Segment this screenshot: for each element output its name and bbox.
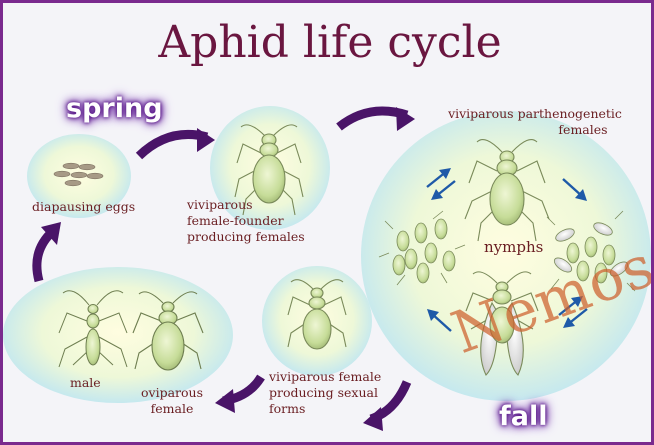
label-sexual-forms: viviparous female producing sexual forms [269, 369, 381, 417]
season-spring-label: spring [66, 93, 163, 124]
arrow-sexual-to-oviparous-icon [215, 377, 261, 413]
label-female-founder-line-1: viviparous [187, 197, 305, 213]
label-oviparous-line-2: female [137, 401, 207, 417]
label-male: male [70, 375, 101, 391]
label-female-founder: viviparous female-founder producing fema… [187, 197, 305, 245]
label-nymphs: nymphs [484, 239, 543, 255]
label-parthenogenetic-line-2: females [443, 122, 627, 138]
page-title: Aphid life cycle [3, 17, 654, 68]
arrow-pair-to-eggs-icon [37, 222, 61, 281]
label-female-founder-line-2: female-founder [187, 213, 305, 229]
arrow-founder-to-parthenogenetic-icon [339, 107, 415, 131]
label-female-founder-line-3: producing females [187, 229, 305, 245]
label-oviparous-line-1: oviparous [137, 385, 207, 401]
label-parthenogenetic-line-1: viviparous parthenogenetic [443, 106, 627, 122]
season-fall-label: fall [499, 401, 547, 432]
sexual-pair-bubble [3, 267, 233, 403]
label-diapausing-eggs: diapausing eggs [32, 199, 135, 215]
label-sexual-forms-line-2: producing sexual [269, 385, 381, 401]
label-parthenogenetic-females: viviparous parthenogenetic females [443, 106, 627, 138]
label-sexual-forms-line-1: viviparous female [269, 369, 381, 385]
label-oviparous-female: oviparous female [137, 385, 207, 417]
arrow-eggs-to-founder-icon [139, 128, 215, 156]
label-sexual-forms-line-3: forms [269, 401, 381, 417]
